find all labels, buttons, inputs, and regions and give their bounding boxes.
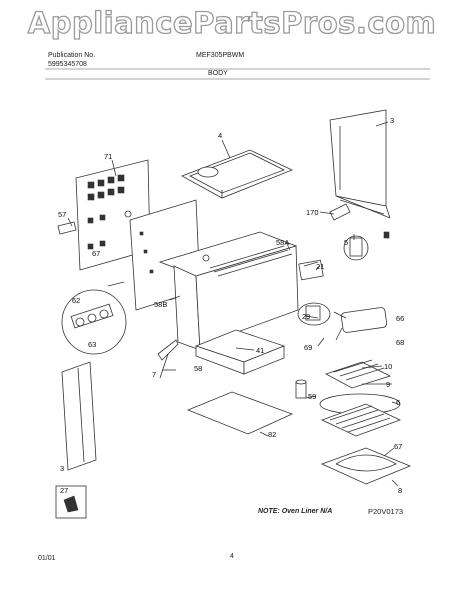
body-frame xyxy=(129,199,299,351)
callout-6: 6 xyxy=(396,398,401,407)
callout-69: 69 xyxy=(304,343,313,352)
element-block xyxy=(298,259,324,281)
watermark: AppliancePartsPros.com xyxy=(27,5,437,40)
page-number: 4 xyxy=(230,553,234,560)
side-panel-edge xyxy=(77,367,85,463)
callout-58a: 58A xyxy=(276,238,290,247)
callout-67-left: 67 xyxy=(92,249,101,258)
callout-3-top: 3 xyxy=(390,116,395,125)
oven-liner-note: NOTE: Oven Liner N/A xyxy=(258,508,333,515)
bottom-element xyxy=(320,447,412,485)
figure-code: P20V0173 xyxy=(368,507,404,516)
switch xyxy=(343,231,390,261)
callout-9: 9 xyxy=(386,380,391,389)
oven-rack xyxy=(320,403,402,437)
drawer xyxy=(194,329,286,375)
callout-10: 10 xyxy=(384,362,393,371)
callout-59: 59 xyxy=(308,392,317,401)
callout-68: 68 xyxy=(396,338,405,347)
callout-57: 57 xyxy=(58,210,67,219)
callout-41: 41 xyxy=(256,346,265,355)
bracket xyxy=(57,221,77,235)
model-number: MEF305PBWM xyxy=(196,52,245,59)
oven-light xyxy=(295,379,307,399)
callout-7: 7 xyxy=(152,370,157,379)
callout-21: 21 xyxy=(316,262,325,271)
broil-element xyxy=(333,307,388,333)
callout-27: 27 xyxy=(60,486,69,495)
section-title: BODY xyxy=(208,70,228,77)
control-knob-inset xyxy=(61,281,127,355)
footer-date: 01/01 xyxy=(38,555,56,562)
callout-67: 67 xyxy=(394,442,403,451)
leader-lines xyxy=(67,121,399,487)
side-panel-right xyxy=(329,109,391,219)
clip-inset xyxy=(55,485,87,519)
drawer-handle xyxy=(157,339,179,379)
callout-62: 62 xyxy=(72,296,81,305)
publication-label: Publication No. xyxy=(48,52,96,59)
callout-8: 8 xyxy=(398,486,403,495)
side-panel-left xyxy=(61,361,97,471)
callout-5: 5 xyxy=(344,238,349,247)
cooktop-frame xyxy=(181,149,293,199)
callout-4: 4 xyxy=(218,131,223,140)
callout-29: 29 xyxy=(302,312,311,321)
callout-58b: 58B xyxy=(154,300,168,309)
callout-58: 58 xyxy=(194,364,203,373)
callout-63: 63 xyxy=(88,340,97,349)
bracket-170 xyxy=(329,203,351,221)
callout-71: 71 xyxy=(104,152,113,161)
callout-82: 82 xyxy=(268,430,277,439)
callout-66: 66 xyxy=(396,314,405,323)
oven-rack-top xyxy=(324,359,392,389)
callout-170: 170 xyxy=(306,208,319,217)
publication-number: 5995345708 xyxy=(48,61,87,68)
bottom-panel xyxy=(186,391,294,435)
callout-3-left: 3 xyxy=(60,464,65,473)
